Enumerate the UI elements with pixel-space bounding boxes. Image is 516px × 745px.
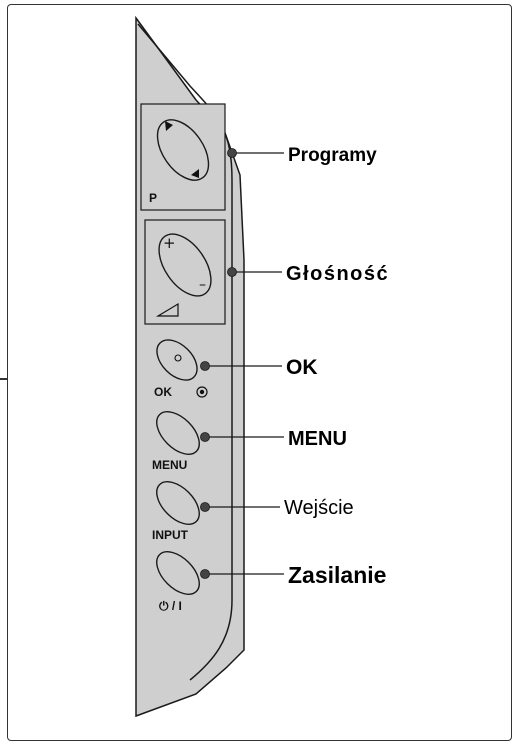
ok-target-icon	[196, 386, 208, 398]
channel-down-arrow-icon	[191, 169, 199, 178]
wejscie-callout: Wejście	[284, 497, 354, 519]
ok-panel-label: OK	[154, 385, 172, 399]
ok-dot-icon	[174, 354, 182, 362]
volume-plus-icon: +	[163, 234, 176, 252]
ok-callout: OK	[286, 356, 318, 379]
wejscie-dot	[200, 502, 210, 512]
ok-dot	[200, 361, 210, 371]
input-panel-label: INPUT	[152, 528, 189, 542]
channel-up-arrow-icon	[165, 121, 173, 131]
programy-callout: Programy	[288, 145, 377, 166]
channel-label: P	[149, 191, 157, 205]
programy-dot	[227, 148, 237, 158]
callout-lines	[205, 152, 284, 575]
callout-dots	[200, 148, 237, 579]
menu-dot	[200, 432, 210, 442]
margin-tick	[0, 378, 8, 380]
channel-rocker-button[interactable]	[147, 111, 219, 190]
volume-minus-icon: –	[199, 277, 206, 293]
power-button[interactable]	[149, 544, 207, 602]
glosnosc-dot	[227, 267, 237, 277]
ok-target-dot-icon	[199, 389, 205, 395]
page-frame	[7, 4, 512, 741]
menu-callout: MENU	[288, 428, 347, 450]
glosnosc-callout: Głośność	[286, 263, 389, 285]
volume-ramp-icon	[155, 302, 179, 317]
input-button[interactable]	[149, 474, 207, 532]
zasilanie-callout: Zasilanie	[288, 562, 386, 588]
volume-rocker-button[interactable]	[149, 225, 222, 305]
zasilanie-dot	[200, 569, 210, 579]
menu-button[interactable]	[149, 404, 207, 462]
ok-button[interactable]	[149, 332, 204, 387]
menu-panel-label: MENU	[152, 458, 187, 472]
power-panel-label: ⏻ / I	[159, 599, 182, 613]
